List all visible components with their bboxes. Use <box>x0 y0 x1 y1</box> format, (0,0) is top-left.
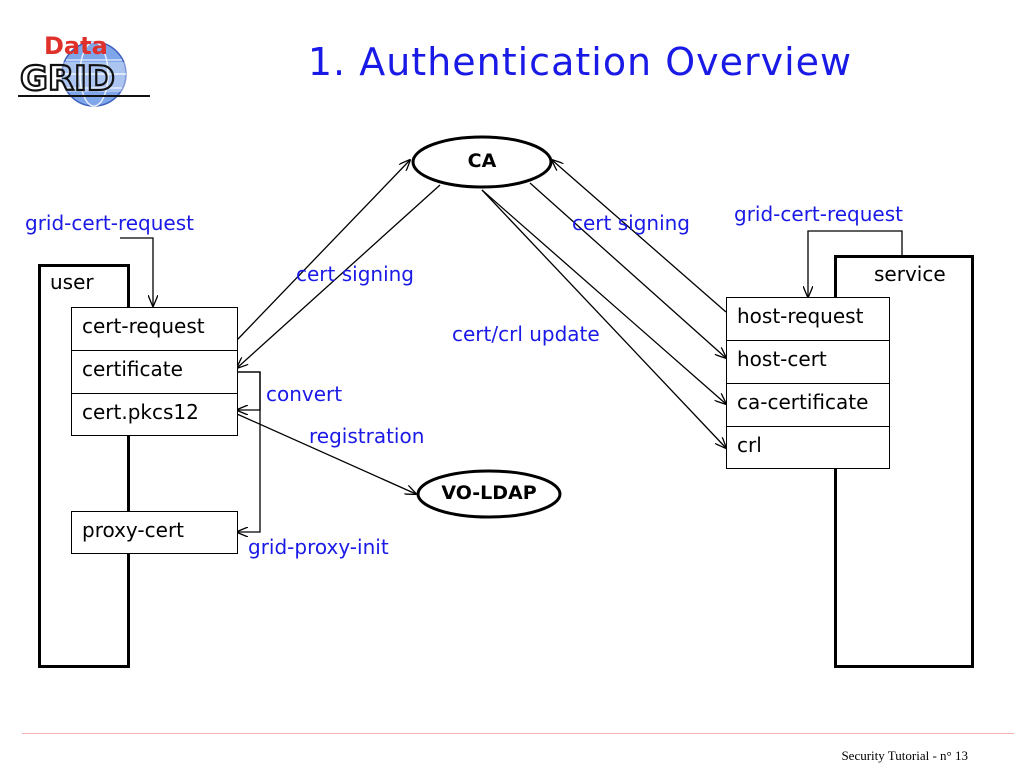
label-cert-signing-right: cert signing <box>572 211 690 235</box>
footer-divider <box>22 733 1014 734</box>
label-cert-signing-left: cert signing <box>296 262 414 286</box>
datagrid-logo: Data GRID <box>16 32 156 112</box>
host-request-cell: host-request <box>726 297 890 341</box>
ca-node <box>411 135 553 189</box>
label-grid-proxy-init: grid-proxy-init <box>248 535 389 559</box>
user-panel-label: user <box>50 270 94 294</box>
footer-text: Security Tutorial - n° 13 <box>841 748 968 763</box>
arrow-ca-to-certificate <box>237 184 441 368</box>
arrow-registration <box>237 414 416 494</box>
proxy-cert-cell: proxy-cert <box>71 511 238 554</box>
arrow-ca-to-host-cert <box>529 182 726 358</box>
crl-cell: crl <box>726 426 890 469</box>
cert-request-cell: cert-request <box>71 307 238 351</box>
arrow-host-request-to-ca <box>552 160 727 313</box>
certificate-cell: certificate <box>71 350 238 394</box>
arrow-convert <box>237 371 261 410</box>
arrow-grid-cert-request-right <box>808 230 903 297</box>
ca-certificate-cell: ca-certificate <box>726 383 890 427</box>
host-cert-cell: host-cert <box>726 340 890 384</box>
arrow-ca-to-crl <box>481 189 726 448</box>
arrow-grid-cert-request-left <box>120 237 153 306</box>
logo-data-text: Data <box>44 32 108 60</box>
label-grid-cert-request-right: grid-cert-request <box>734 202 903 226</box>
slide-title: 1. Authentication Overview <box>307 40 853 84</box>
vo-ldap-node <box>416 469 562 519</box>
arrow-ca-to-ca-certificate <box>481 189 726 404</box>
cert-pkcs12-cell: cert.pkcs12 <box>71 393 238 436</box>
label-grid-cert-request-left: grid-cert-request <box>25 211 194 235</box>
arrow-cert-request-to-ca <box>236 160 410 341</box>
label-registration: registration <box>309 424 425 448</box>
service-panel-label: service <box>874 262 946 286</box>
label-convert: convert <box>266 382 343 406</box>
ca-label: CA <box>467 150 497 172</box>
logo-grid-text: GRID <box>20 59 115 99</box>
vo-ldap-label: VO-LDAP <box>441 482 537 504</box>
label-cert-crl-update: cert/crl update <box>452 322 600 346</box>
arrow-grid-proxy-init <box>237 371 261 532</box>
